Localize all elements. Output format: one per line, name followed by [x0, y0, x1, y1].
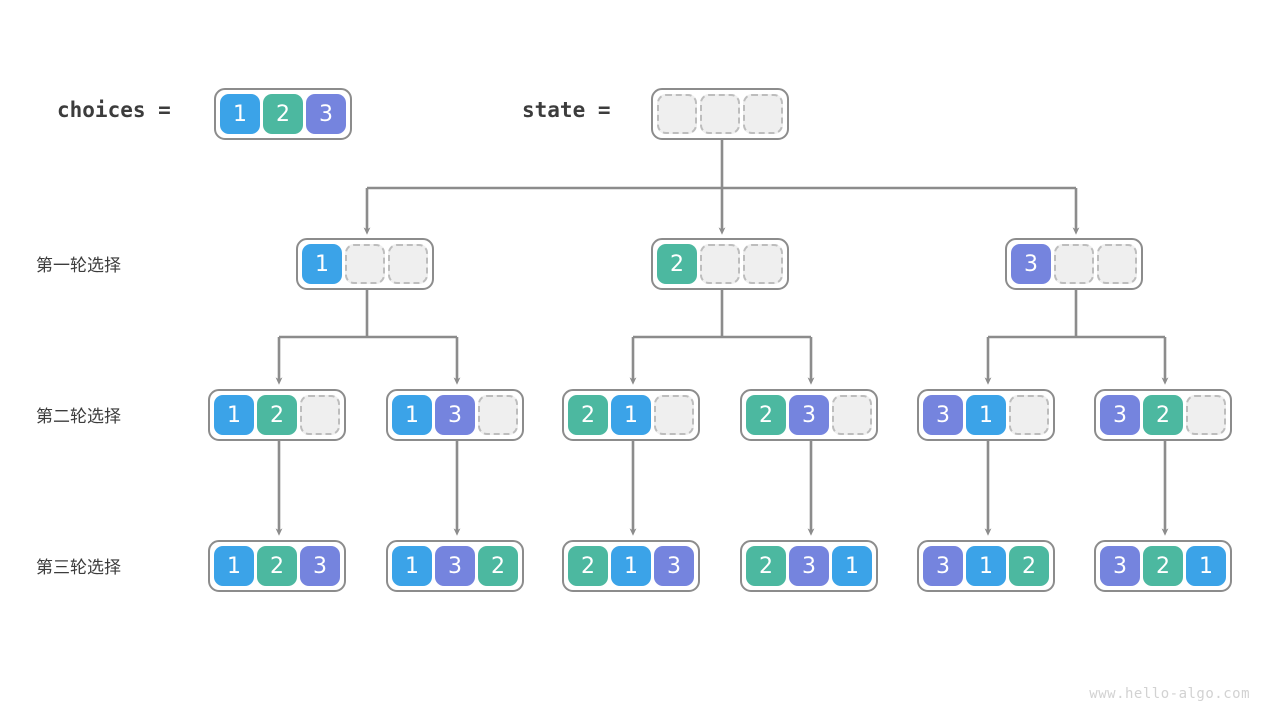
round3-3-cell-1: 1 [611, 546, 651, 586]
round1-3-cell-3: 3 [1011, 244, 1051, 284]
round2-2-cell-1: 1 [392, 395, 432, 435]
round3-4-cell-3: 3 [789, 546, 829, 586]
row-label-round1: 第一轮选择 [36, 256, 121, 276]
round2-3-cell-empty [654, 395, 694, 435]
round3-6-cell-1: 1 [1186, 546, 1226, 586]
round2-2-cell-empty [478, 395, 518, 435]
site-watermark: www.hello-algo.com [1089, 686, 1250, 702]
round2-5-cell-3: 3 [923, 395, 963, 435]
row-label-round2: 第二轮选择 [36, 407, 121, 427]
state-label: state = [522, 98, 611, 122]
round3-6-cell-3: 3 [1100, 546, 1140, 586]
round1-3-cell-empty [1097, 244, 1137, 284]
round2-5-cell-empty [1009, 395, 1049, 435]
choices-cell-2: 2 [263, 94, 303, 134]
round1-1-cell-empty [388, 244, 428, 284]
round3-2-cell-3: 3 [435, 546, 475, 586]
round3-3-cell-3: 3 [654, 546, 694, 586]
round3-4-cell-1: 1 [832, 546, 872, 586]
round2-2-cell-3: 3 [435, 395, 475, 435]
round3-1-cell-3: 3 [300, 546, 340, 586]
round1-2-cell-2: 2 [657, 244, 697, 284]
state-cell-empty [743, 94, 783, 134]
round3-5-cell-3: 3 [923, 546, 963, 586]
choices-cell-3: 3 [306, 94, 346, 134]
node-round1-2: 2 [651, 238, 789, 290]
round3-4-cell-2: 2 [746, 546, 786, 586]
choices-label: choices = [57, 98, 171, 122]
round2-5-cell-1: 1 [966, 395, 1006, 435]
round2-6-cell-3: 3 [1100, 395, 1140, 435]
round3-6-cell-2: 2 [1143, 546, 1183, 586]
round3-5-cell-1: 1 [966, 546, 1006, 586]
round2-3-cell-1: 1 [611, 395, 651, 435]
round3-1-cell-2: 2 [257, 546, 297, 586]
round2-6-cell-2: 2 [1143, 395, 1183, 435]
round1-2-cell-empty [700, 244, 740, 284]
row-label-round3: 第三轮选择 [36, 558, 121, 578]
round3-5-cell-2: 2 [1009, 546, 1049, 586]
round3-2-cell-1: 1 [392, 546, 432, 586]
round2-4-cell-empty [832, 395, 872, 435]
round3-1-cell-1: 1 [214, 546, 254, 586]
round2-6-cell-empty [1186, 395, 1226, 435]
state-cell-empty [657, 94, 697, 134]
state-array [651, 88, 789, 140]
node-round1-3: 3 [1005, 238, 1143, 290]
state-cell-empty [700, 94, 740, 134]
round1-1-cell-empty [345, 244, 385, 284]
round3-2-cell-2: 2 [478, 546, 518, 586]
round2-3-cell-2: 2 [568, 395, 608, 435]
node-round1-1: 1 [296, 238, 434, 290]
round2-1-cell-2: 2 [257, 395, 297, 435]
round1-1-cell-1: 1 [302, 244, 342, 284]
choices-cell-1: 1 [220, 94, 260, 134]
round2-4-cell-2: 2 [746, 395, 786, 435]
round2-1-cell-1: 1 [214, 395, 254, 435]
round1-2-cell-empty [743, 244, 783, 284]
round3-3-cell-2: 2 [568, 546, 608, 586]
round2-1-cell-empty [300, 395, 340, 435]
round1-3-cell-empty [1054, 244, 1094, 284]
round2-4-cell-3: 3 [789, 395, 829, 435]
